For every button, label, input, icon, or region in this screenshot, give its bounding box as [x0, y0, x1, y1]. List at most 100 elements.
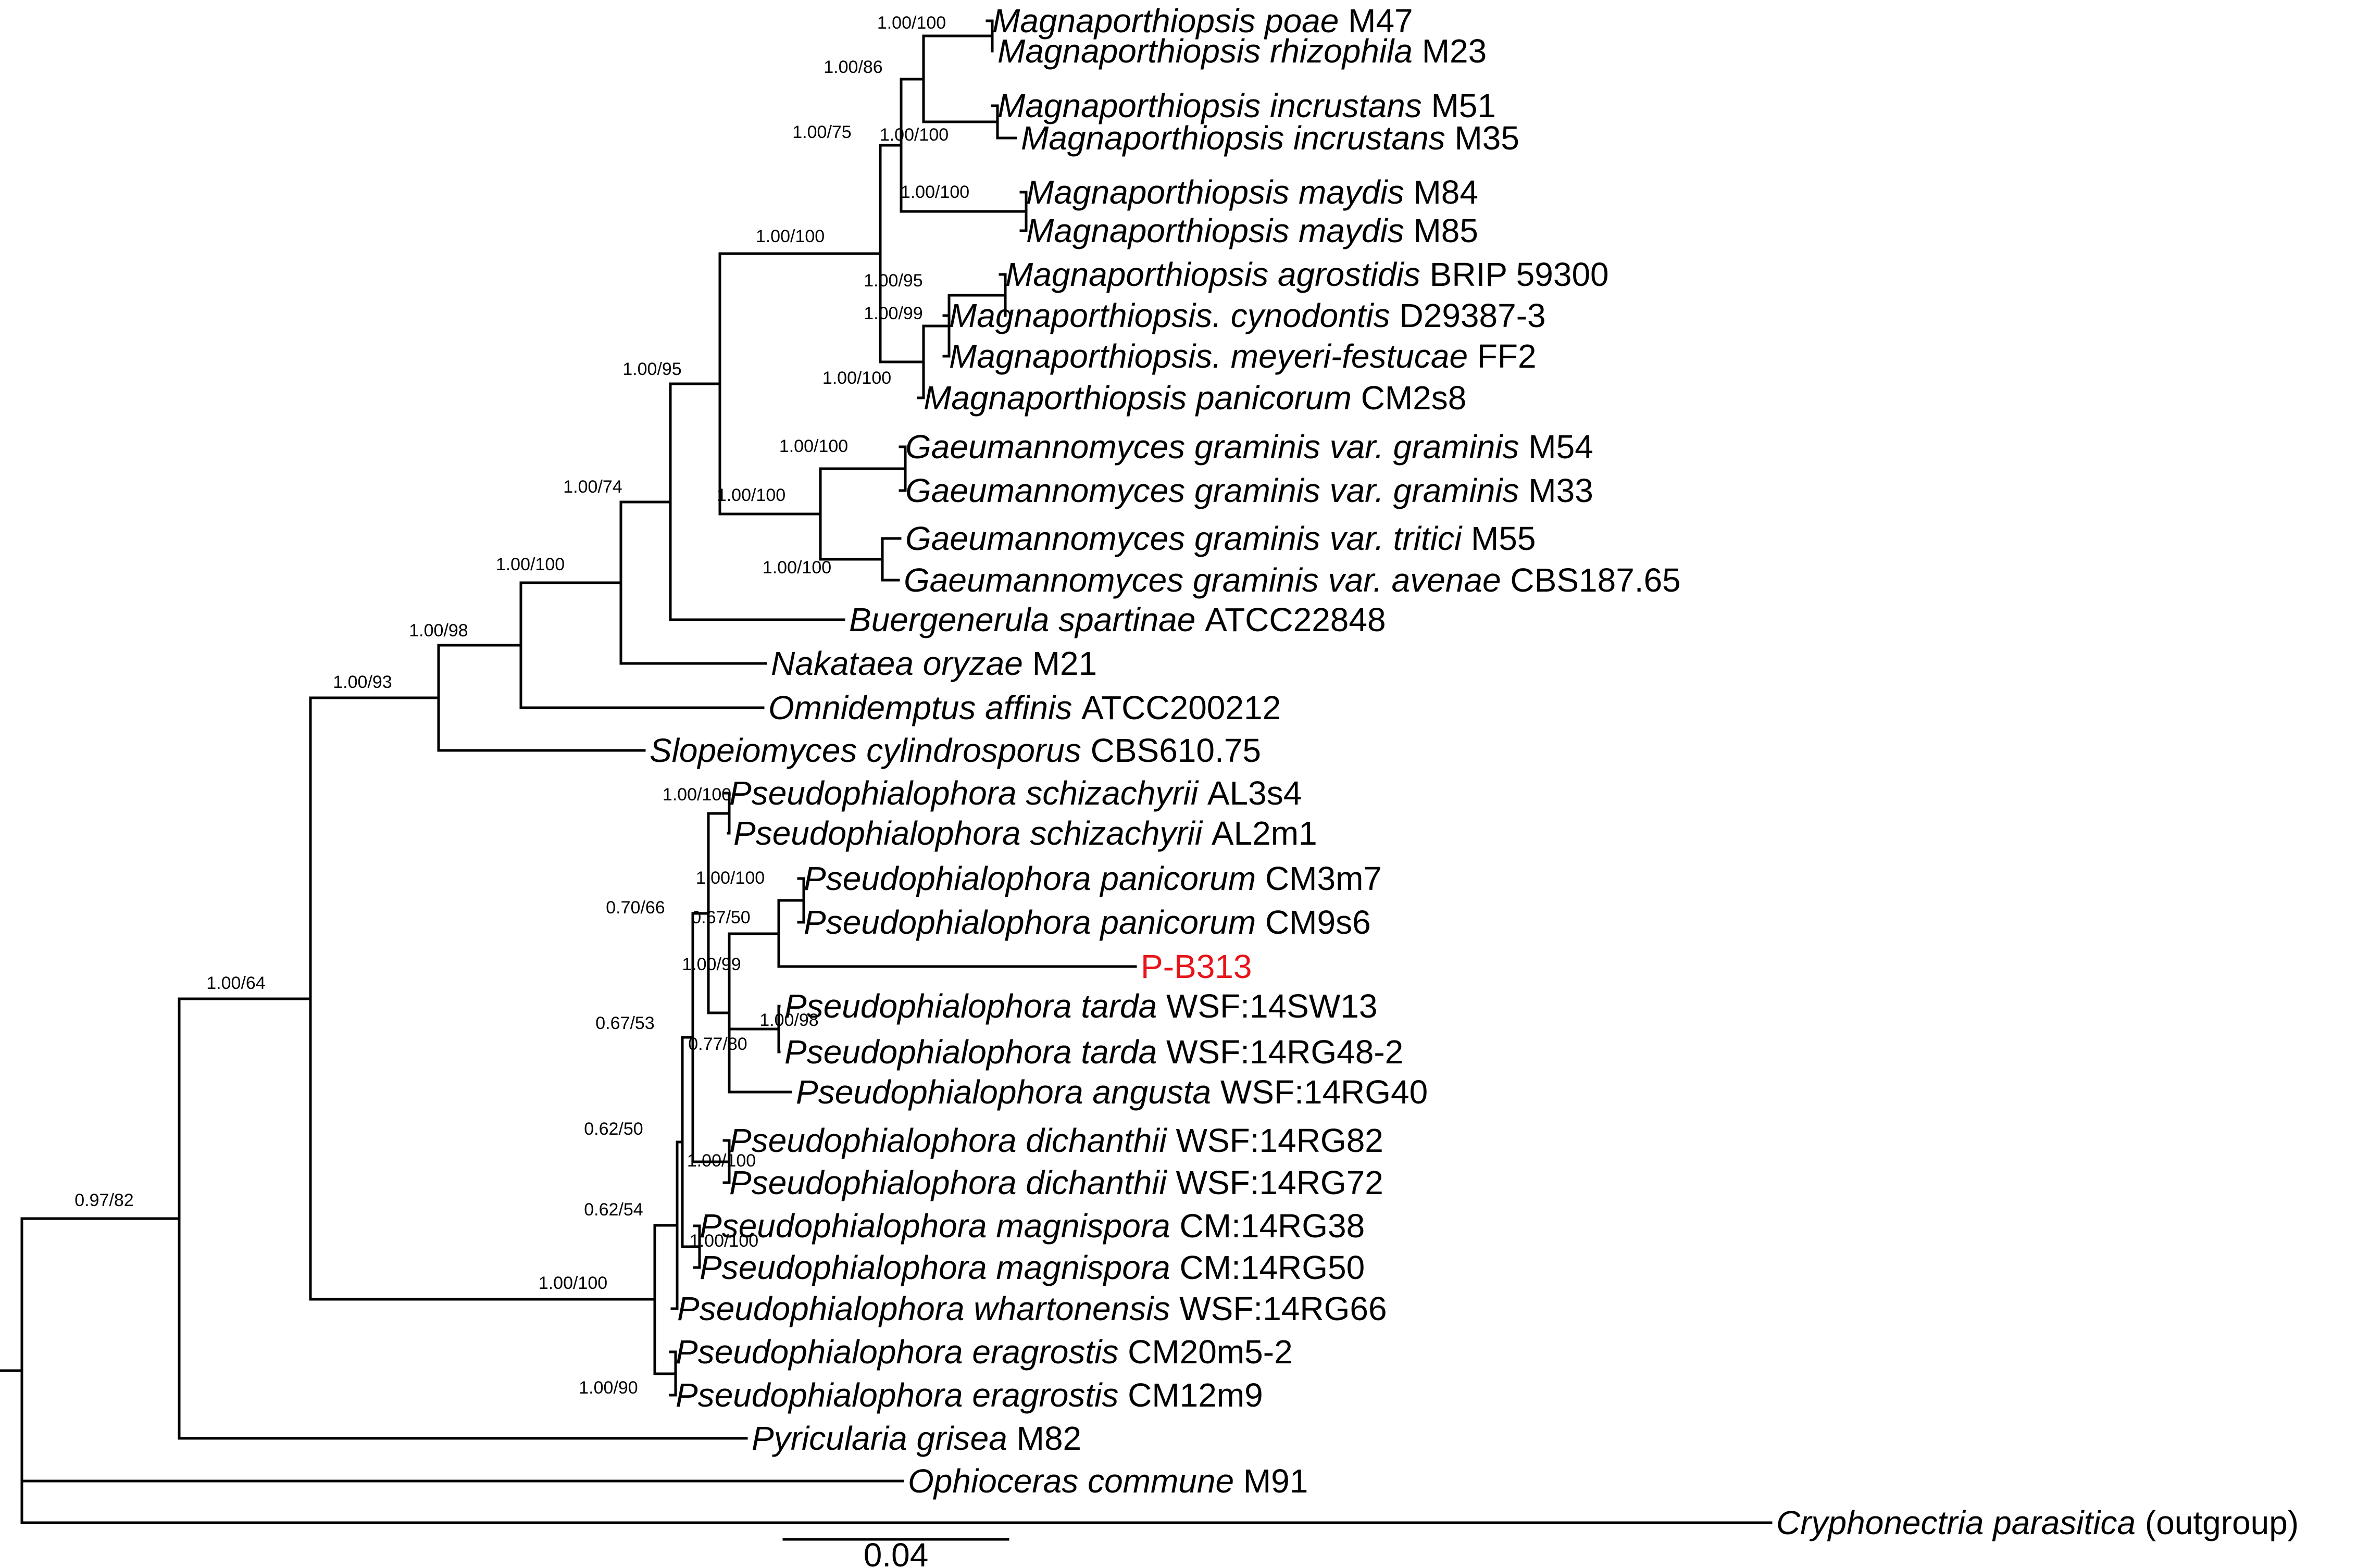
- taxon-species: Slopeiomyces cylindrosporus: [650, 732, 1091, 769]
- taxon-label: Buergenerula spartinae ATCC22848: [849, 601, 1386, 638]
- taxon-strain: CM:14RG50: [1180, 1249, 1365, 1286]
- taxon-label: P-B313: [1141, 948, 1252, 985]
- support-value: 1.00/100: [687, 1151, 756, 1171]
- taxon-species: Magnaporthiopsis panicorum: [924, 379, 1361, 417]
- support-value: 1.00/100: [496, 555, 565, 574]
- taxon-strain: M54: [1528, 428, 1593, 466]
- taxon-strain: FF2: [1477, 337, 1537, 375]
- taxon-strain: WSF:14RG40: [1220, 1073, 1428, 1111]
- support-value: 0.67/50: [691, 908, 750, 927]
- taxon-species: Pseudophialophora panicorum: [804, 860, 1265, 897]
- taxon-label: Magnaporthiopsis agrostidis BRIP 59300: [1005, 256, 1609, 293]
- support-value: 0.62/54: [584, 1200, 643, 1220]
- taxon-species: Magnaporthiopsis maydis: [1026, 173, 1413, 211]
- support-value: 0.62/50: [584, 1119, 643, 1139]
- taxon-strain: D29387-3: [1400, 297, 1546, 334]
- taxon-species: Magnaporthiopsis poae: [992, 2, 1348, 40]
- taxon-strain: CM:14RG38: [1180, 1207, 1365, 1245]
- taxon-species: Magnaporthiopsis agrostidis: [1005, 256, 1430, 293]
- taxon-species: Gaeumannomyces graminis var. graminis: [905, 428, 1528, 466]
- taxon-strain: WSF:14RG66: [1179, 1290, 1387, 1327]
- support-value: 1.00/75: [792, 122, 851, 142]
- taxon-strain: WSF:14RG82: [1176, 1122, 1383, 1159]
- taxon-label: Pseudophialophora schizachyrii AL2m1: [733, 814, 1317, 852]
- taxon-label: Pseudophialophora tarda WSF:14RG48-2: [784, 1033, 1403, 1071]
- taxon-label: Pseudophialophora panicorum CM9s6: [804, 904, 1371, 941]
- support-value: 1.00/64: [206, 973, 265, 993]
- taxon-species: Magnaporthiopsis rhizophila: [997, 32, 1422, 70]
- taxon-species: Gaeumannomyces graminis var. avenae: [904, 561, 1510, 599]
- support-labels: 1.00/1001.00/861.00/1001.00/751.00/1001.…: [74, 13, 969, 1398]
- taxon-label: Pseudophialophora whartonensis WSF:14RG6…: [677, 1290, 1387, 1327]
- taxon-strain: CM12m9: [1128, 1376, 1263, 1414]
- taxon-label: Magnaporthiopsis rhizophila M23: [997, 32, 1487, 70]
- taxon-species: Pseudophialophora angusta: [796, 1073, 1220, 1111]
- support-value: 1.00/100: [717, 485, 785, 505]
- support-value: 1.00/100: [880, 125, 949, 145]
- taxon-label: Magnaporthiopsis maydis M84: [1026, 173, 1478, 211]
- tree-branches: [0, 19, 1773, 1524]
- support-value: 1.00/95: [864, 271, 922, 291]
- support-value: 1.00/90: [579, 1378, 638, 1398]
- taxon-strain: M84: [1413, 173, 1478, 211]
- taxon-label: Pseudophialophora tarda WSF:14SW13: [784, 987, 1377, 1025]
- taxon-label: Pseudophialophora dichanthii WSF:14RG72: [729, 1164, 1383, 1201]
- taxon-strain: M51: [1431, 87, 1496, 124]
- taxon-label: Gaeumannomyces graminis var. graminis M5…: [905, 428, 1593, 466]
- taxon-species: Magnaporthiopsis maydis: [1026, 212, 1413, 249]
- taxon-strain: WSF:14RG72: [1176, 1164, 1383, 1201]
- taxon-label: Gaeumannomyces graminis var. tritici M55: [905, 520, 1536, 557]
- taxon-strain: (outgroup): [2145, 1504, 2299, 1541]
- taxon-strain: M55: [1471, 520, 1536, 557]
- taxon-species: Pseudophialophora schizachyrii: [733, 814, 1212, 852]
- taxon-strain: CM9s6: [1265, 904, 1371, 941]
- taxon-label: Magnaporthiopsis incrustans M35: [1021, 119, 1519, 157]
- support-value: 0.77/80: [688, 1034, 747, 1054]
- taxon-label: Pyricularia grisea M82: [752, 1420, 1081, 1457]
- taxon-label: Gaeumannomyces graminis var. graminis M3…: [905, 472, 1593, 509]
- taxon-strain: P-B313: [1141, 948, 1252, 985]
- taxon-species: Pseudophialophora tarda: [784, 987, 1166, 1025]
- taxon-species: Pyricularia grisea: [752, 1420, 1017, 1457]
- taxon-strain: CBS610.75: [1091, 732, 1261, 769]
- taxon-strain: CM2s8: [1361, 379, 1467, 417]
- support-value: 1.00/98: [759, 1010, 818, 1030]
- taxon-label: Magnaporthiopsis. meyeri-festucae FF2: [949, 337, 1537, 375]
- taxon-strain: ATCC200212: [1081, 689, 1281, 726]
- support-value: 1.00/100: [663, 785, 731, 805]
- taxon-strain: AL2m1: [1212, 814, 1317, 852]
- taxon-strain: BRIP 59300: [1430, 256, 1609, 293]
- support-value: 0.97/82: [74, 1190, 133, 1210]
- taxon-label: Magnaporthiopsis panicorum CM2s8: [924, 379, 1466, 417]
- taxon-strain: M33: [1528, 472, 1593, 509]
- taxon-strain: AL3s4: [1207, 774, 1302, 812]
- taxon-strain: M23: [1422, 32, 1487, 70]
- taxon-label: Cryphonectria parasitica (outgroup): [1776, 1504, 2299, 1541]
- taxon-species: Magnaporthiopsis. meyeri-festucae: [949, 337, 1477, 375]
- taxon-species: Nakataea oryzae: [771, 645, 1032, 682]
- taxon-strain: M91: [1243, 1462, 1308, 1500]
- taxon-species: Pseudophialophora tarda: [784, 1033, 1166, 1071]
- taxon-species: Pseudophialophora magnispora: [700, 1207, 1180, 1245]
- support-value: 1.00/95: [622, 359, 681, 379]
- scale-bar-label: 0.04: [864, 1536, 929, 1568]
- taxon-species: Magnaporthiopsis incrustans: [997, 87, 1431, 124]
- taxon-label: Slopeiomyces cylindrosporus CBS610.75: [650, 732, 1261, 769]
- taxon-label: Pseudophialophora magnispora CM:14RG50: [700, 1249, 1365, 1286]
- scale-bar: 0.04: [782, 1536, 1009, 1568]
- support-value: 1.00/100: [877, 13, 946, 33]
- support-value: 1.00/100: [756, 227, 825, 246]
- taxon-strain: M85: [1413, 212, 1478, 249]
- taxon-strain: CM3m7: [1265, 860, 1382, 897]
- taxon-label: Omnidemptus affinis ATCC200212: [768, 689, 1281, 726]
- taxon-species: Pseudophialophora eragrostis: [676, 1376, 1128, 1414]
- taxon-label: Magnaporthiopsis maydis M85: [1026, 212, 1478, 249]
- support-value: 1.00/100: [763, 558, 831, 578]
- support-value: 1.00/99: [682, 955, 741, 974]
- support-value: 1.00/100: [779, 436, 848, 456]
- taxon-species: Pseudophialophora schizachyrii: [729, 774, 1207, 812]
- taxon-species: Pseudophialophora magnispora: [700, 1249, 1180, 1286]
- taxon-strain: M35: [1454, 119, 1519, 157]
- taxon-label: Pseudophialophora eragrostis CM12m9: [676, 1376, 1263, 1414]
